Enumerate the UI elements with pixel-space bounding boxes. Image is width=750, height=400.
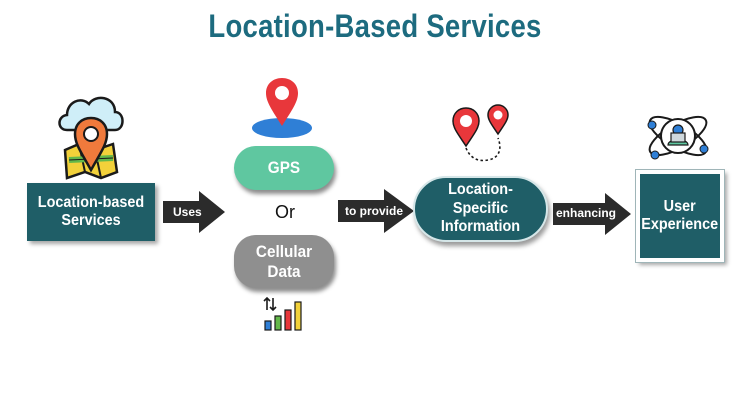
cellular-data-node: Cellular Data: [234, 235, 334, 288]
user-experience-label: User Experience: [641, 197, 719, 233]
enhancing-label: enhancing: [556, 206, 617, 220]
route-pins-icon: [452, 104, 509, 162]
gps-node: GPS: [234, 146, 334, 190]
uses-arrow: [163, 191, 225, 233]
location-based-services-box: Location-based Services: [27, 183, 155, 241]
location-specific-information-label: Location-Specific Information: [440, 181, 521, 236]
map-pin-icon: [252, 78, 312, 138]
enhancing-arrow: [553, 193, 631, 235]
gps-label: GPS: [267, 158, 301, 178]
user-atom-icon: [647, 115, 709, 160]
to-provide-arrow: [338, 189, 414, 233]
location-specific-information-node: Location-Specific Information: [413, 176, 548, 242]
cellular-data-label: Cellular Data: [255, 241, 313, 281]
location-based-services-label: Location-based Services: [37, 193, 145, 229]
cloud-map-pin-icon: [58, 96, 124, 180]
uses-label: Uses: [173, 205, 202, 219]
to-provide-label: to provide: [345, 204, 404, 218]
signal-bars-icon: [263, 296, 302, 331]
user-experience-box: User Experience: [635, 169, 725, 263]
or-label: Or: [275, 202, 295, 222]
page-title: Location-Based Services: [208, 8, 542, 44]
